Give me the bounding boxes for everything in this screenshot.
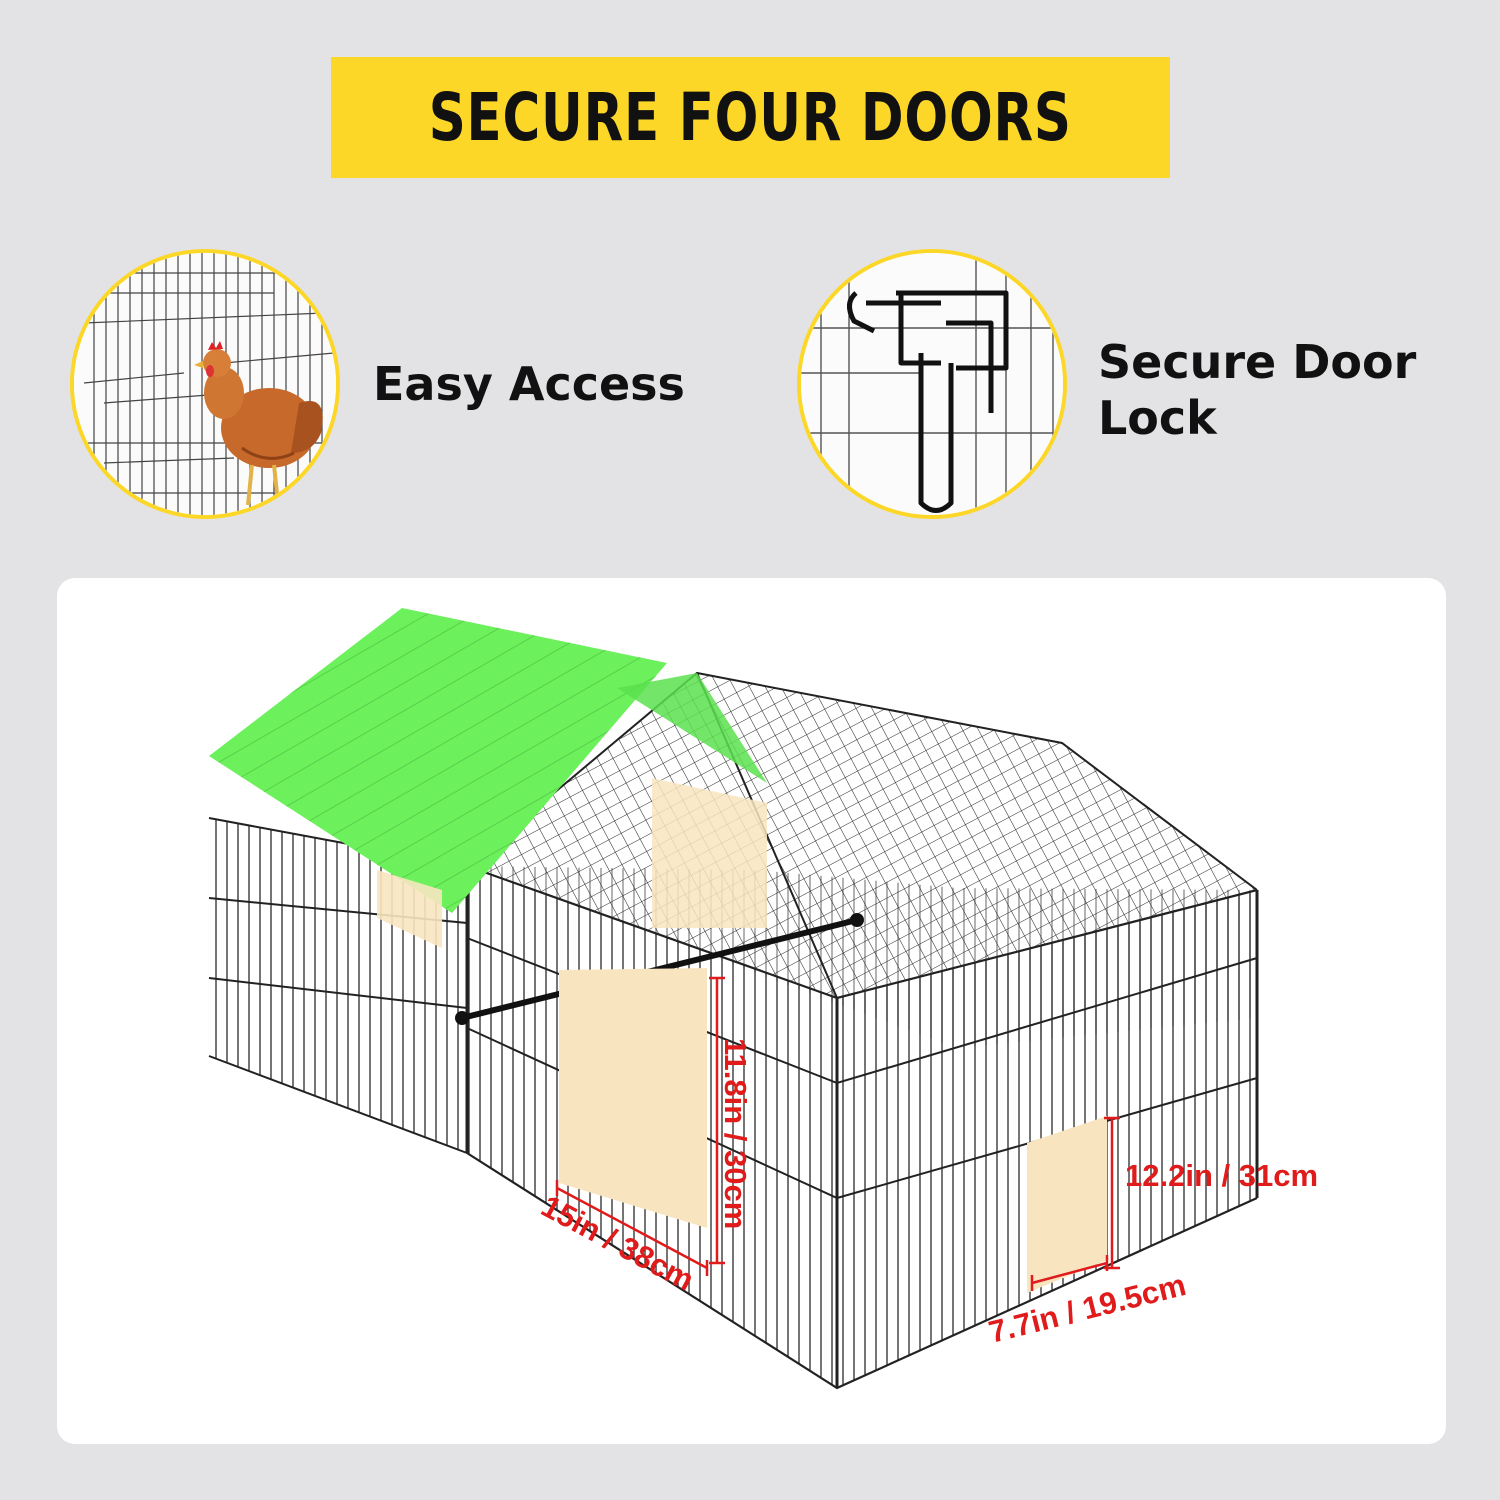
- title-banner: SECURE FOUR DOORS: [331, 57, 1170, 178]
- product-image-panel: 11.8in / 30cm 15in / 38cm 12.2in / 31cm …: [57, 578, 1446, 1444]
- side-door-panel: [1027, 1116, 1107, 1293]
- chicken-in-cage-icon: [74, 253, 336, 515]
- feature-label-secure-lock: Secure Door Lock: [1098, 334, 1416, 446]
- chicken-illustration: [194, 341, 323, 506]
- feature-label-line2: Lock: [1098, 391, 1217, 445]
- front-door-height-label: 11.8in / 30cm: [718, 1038, 753, 1229]
- front-door-panel: [559, 968, 707, 1228]
- back-door-panel: [652, 778, 767, 928]
- banner-title: SECURE FOUR DOORS: [428, 79, 1073, 156]
- feature-label-easy-access: Easy Access: [373, 357, 685, 411]
- dimension-lines: [555, 976, 1120, 1291]
- side-door-height-label: 12.2in / 31cm: [1125, 1158, 1318, 1193]
- easy-access-image: [70, 249, 340, 519]
- secure-lock-image: [797, 249, 1067, 519]
- chicken-run-illustration: 11.8in / 30cm 15in / 38cm 12.2in / 31cm …: [208, 608, 1318, 1390]
- door-latch-icon: [801, 253, 1063, 515]
- left-door-panel: [377, 870, 442, 948]
- feature-label-line1: Secure Door: [1098, 335, 1417, 389]
